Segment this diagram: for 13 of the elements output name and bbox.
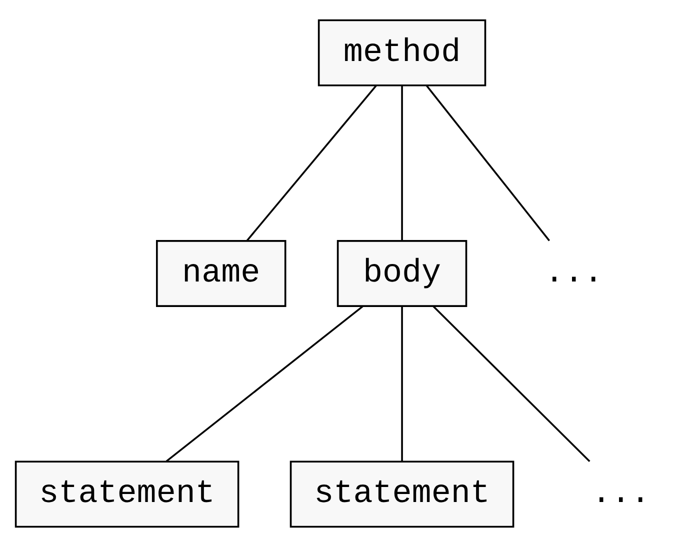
connector bbox=[246, 85, 377, 242]
connector bbox=[426, 85, 550, 242]
node-text: ... bbox=[592, 475, 650, 512]
node-box: body bbox=[336, 240, 468, 307]
connector bbox=[401, 306, 403, 462]
node-box: name bbox=[156, 240, 286, 307]
connector bbox=[432, 306, 590, 462]
connector bbox=[401, 86, 403, 241]
connector bbox=[166, 306, 364, 462]
node-text: ... bbox=[544, 254, 604, 292]
node-box: statement bbox=[14, 460, 240, 528]
node-box: statement bbox=[290, 460, 514, 528]
node-box: method bbox=[318, 19, 486, 86]
